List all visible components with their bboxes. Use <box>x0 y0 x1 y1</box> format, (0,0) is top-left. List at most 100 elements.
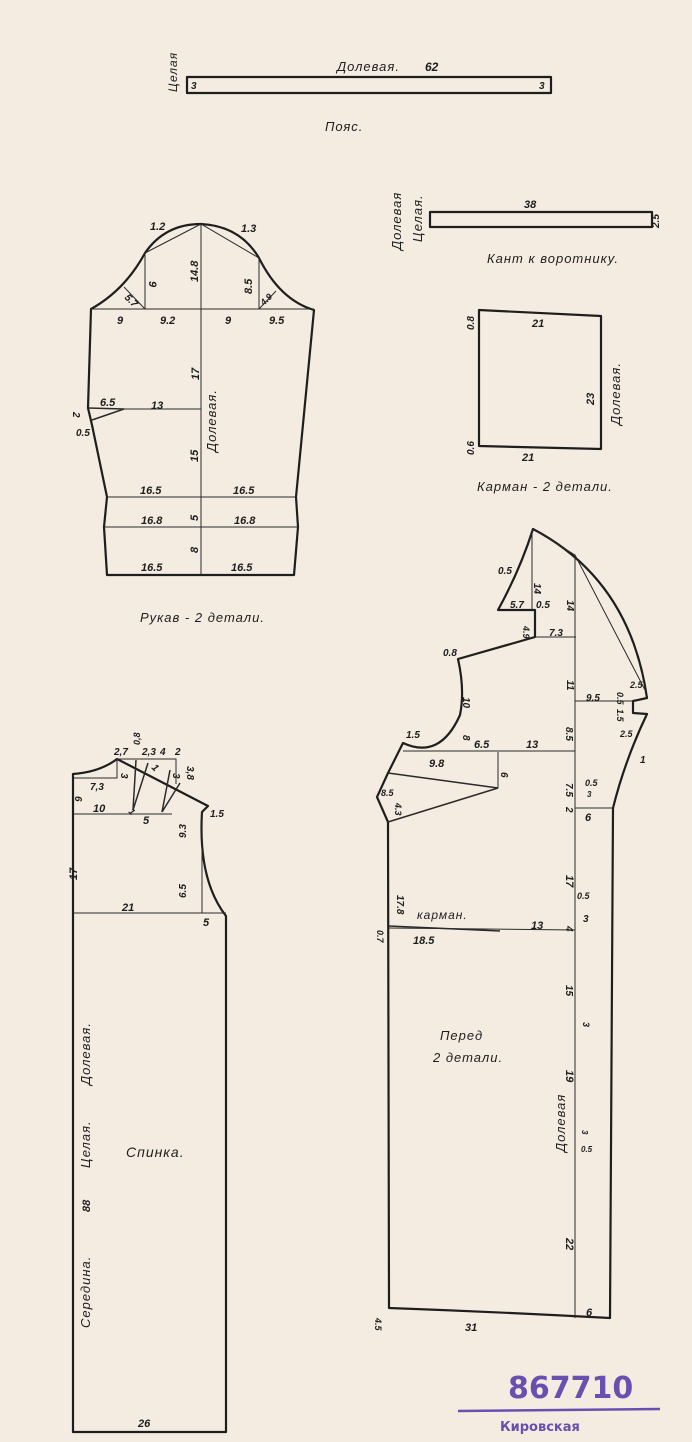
front-piece <box>375 527 649 1320</box>
dimension-label: 3 <box>170 773 181 779</box>
front-pocket-label: карман. <box>417 908 468 922</box>
dimension-label: 2,3 <box>141 747 156 758</box>
front-outline <box>375 527 649 1320</box>
dimension-label: 15 <box>563 985 574 997</box>
piping-grain-label: Долевая <box>389 192 404 252</box>
front-dart-and-pocket-line <box>387 772 501 932</box>
library-stamp: 867710 Кировская <box>457 1371 661 1435</box>
sleeve-outline <box>86 222 316 577</box>
dimension-label: 17.8 <box>394 895 405 915</box>
pocket-bottom-width: 21 <box>521 452 534 464</box>
back-darts <box>132 759 181 813</box>
dimension-label: 3 <box>580 1130 589 1135</box>
dimension-label: 16.5 <box>231 562 253 574</box>
dimension-label: 0.5 <box>585 778 599 788</box>
back-outline <box>71 757 228 1434</box>
dimension-label: 2 <box>563 806 574 813</box>
dimension-label: 7.5 <box>563 783 574 797</box>
dimension-label: 16.5 <box>141 562 163 574</box>
dimension-label: 2 <box>174 747 181 758</box>
back-grain-label: Долевая. <box>78 1022 93 1087</box>
dimension-label: 3 <box>118 773 129 779</box>
dimension-label: 0.5 <box>581 1145 593 1154</box>
dimension-label: 9.5 <box>586 693 600 704</box>
dimension-label: 9.8 <box>429 758 445 770</box>
dimension-label: 17 <box>190 367 202 380</box>
dimension-label: 5 <box>203 917 210 929</box>
collar-piping-outline <box>428 210 654 229</box>
front-construction-lines <box>388 528 646 1318</box>
pocket-bottom-offset: 0.6 <box>466 441 477 455</box>
dimension-label: 1.5 <box>406 730 420 741</box>
dimension-label: 13 <box>151 400 163 412</box>
back-construction-lines <box>73 758 226 914</box>
sleeve-elbow-dart <box>87 407 125 421</box>
dimension-label: 16.5 <box>233 485 255 497</box>
pocket-grain-label: Долевая. <box>608 362 623 427</box>
dimension-label: 0.5 <box>577 891 591 901</box>
stamp-number: 867710 <box>508 1371 633 1406</box>
front-subtitle: 2 детали. <box>432 1050 503 1065</box>
dimension-label: 6.5 <box>178 884 189 898</box>
belt-outline <box>185 75 553 95</box>
dimension-label: 1.5 <box>210 809 224 820</box>
dimension-label: 10 <box>93 803 106 815</box>
dimension-label: 16.8 <box>141 515 163 527</box>
dimension-label: 1.5 <box>615 709 625 723</box>
dimension-label: 0.7 <box>375 930 385 944</box>
front-title: Перед <box>440 1028 483 1043</box>
dimension-label: 5.7 <box>510 600 524 611</box>
dimension-label: 4.9 <box>258 291 275 308</box>
sleeve-piece <box>86 222 316 577</box>
dimension-label: 6 <box>498 772 509 778</box>
dimension-label: 2.5 <box>629 680 644 690</box>
front-grain-label: Долевая <box>553 1094 568 1154</box>
dimension-label: 19 <box>563 1070 575 1083</box>
back-piece <box>71 757 228 1434</box>
dimension-label: 0.5 <box>76 428 90 439</box>
belt-piece <box>185 75 553 95</box>
dimension-label: 9.3 <box>178 824 189 838</box>
back-title: Спинка. <box>126 1144 185 1160</box>
dimension-label: 8 <box>189 546 201 553</box>
dimension-label: 4 <box>563 925 574 932</box>
pocket-height: 23 <box>585 393 597 406</box>
dimension-label: 21 <box>121 902 134 914</box>
dimension-label: 6 <box>72 796 83 802</box>
stamp-library-name: Кировская <box>500 1420 580 1435</box>
dimension-label: 17 <box>68 867 80 880</box>
dimension-label: 2.5 <box>619 729 634 739</box>
dimension-label: 8.5 <box>243 278 255 294</box>
pocket-top-width: 21 <box>531 318 544 330</box>
dimension-label: 3 <box>583 914 589 925</box>
dimension-label: 5 <box>143 815 150 827</box>
sleeve-title: Рукав - 2 детали. <box>140 610 265 625</box>
pocket-piece <box>477 308 603 451</box>
dimension-label: 11 <box>564 680 575 691</box>
dimension-label: 7,3 <box>90 782 104 793</box>
pocket-top-offset: 0.8 <box>466 316 477 330</box>
dimension-label: 17 <box>563 875 575 888</box>
dimension-label: 16.8 <box>234 515 256 527</box>
dimension-label: 9 <box>146 281 158 288</box>
dimension-label: 26 <box>137 1418 151 1430</box>
dimension-label: 3 <box>587 790 592 799</box>
dimension-label: 15 <box>189 449 201 462</box>
dimension-label: 2 <box>70 411 81 418</box>
dimension-label: 6 <box>585 812 592 824</box>
dimension-label: 4.5 <box>373 1317 383 1332</box>
dimension-label: 0.5 <box>498 566 512 577</box>
dimension-label: 4 <box>159 747 166 758</box>
dimension-label: 1 <box>149 762 161 774</box>
piping-length: 38 <box>524 199 537 211</box>
dimension-label: 9 <box>225 315 232 327</box>
dimension-label: 4.3 <box>393 802 403 816</box>
dimension-label: 1 <box>640 755 646 766</box>
dimension-label: 1 <box>127 806 138 817</box>
dimension-label: 3 <box>581 1022 591 1027</box>
stamp-line <box>457 1407 661 1413</box>
dimension-label: 22 <box>563 1237 575 1250</box>
dimension-label: 1.3 <box>241 223 256 235</box>
piping-width: 2.5 <box>651 214 662 229</box>
